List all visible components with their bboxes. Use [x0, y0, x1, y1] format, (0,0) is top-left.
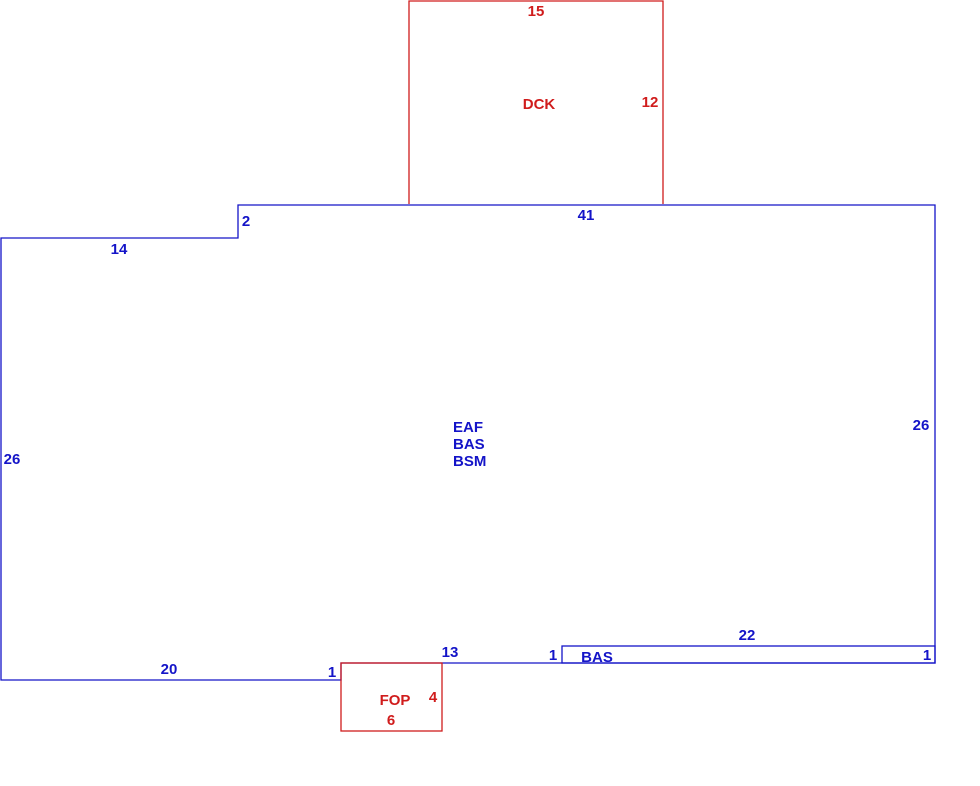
house-code-bas: BAS — [453, 436, 485, 453]
house-offset-middle-dim: 1 — [549, 647, 557, 664]
house-step-dim: 2 — [242, 213, 250, 230]
house-code-bsm: BSM — [453, 453, 486, 470]
house-bottom-middle-dim: 13 — [442, 644, 459, 661]
porch-depth-label: 4 — [429, 689, 438, 706]
porch-code-label: FOP — [380, 692, 411, 709]
bas-strip-outline — [561, 645, 936, 664]
house-right-dim: 26 — [913, 417, 930, 434]
house-bottom-left-dim: 20 — [161, 661, 178, 678]
porch-outline — [340, 662, 443, 732]
deck-width-label: 15 — [528, 3, 545, 20]
deck-outline — [408, 0, 664, 204]
house-left-dim: 26 — [4, 451, 21, 468]
porch-width-label: 6 — [387, 712, 395, 729]
house-top-right-dim: 41 — [578, 207, 595, 224]
bas-strip-height-label: 1 — [923, 647, 931, 664]
bas-strip-length-label: 22 — [739, 627, 756, 644]
house-code-eaf: EAF — [453, 419, 483, 436]
house-offset-left-dim: 1 — [328, 664, 336, 681]
house-top-left-dim: 14 — [111, 241, 128, 258]
deck-depth-label: 12 — [642, 94, 659, 111]
bas-strip-code-label: BAS — [581, 649, 613, 666]
deck-code-label: DCK — [523, 96, 556, 113]
